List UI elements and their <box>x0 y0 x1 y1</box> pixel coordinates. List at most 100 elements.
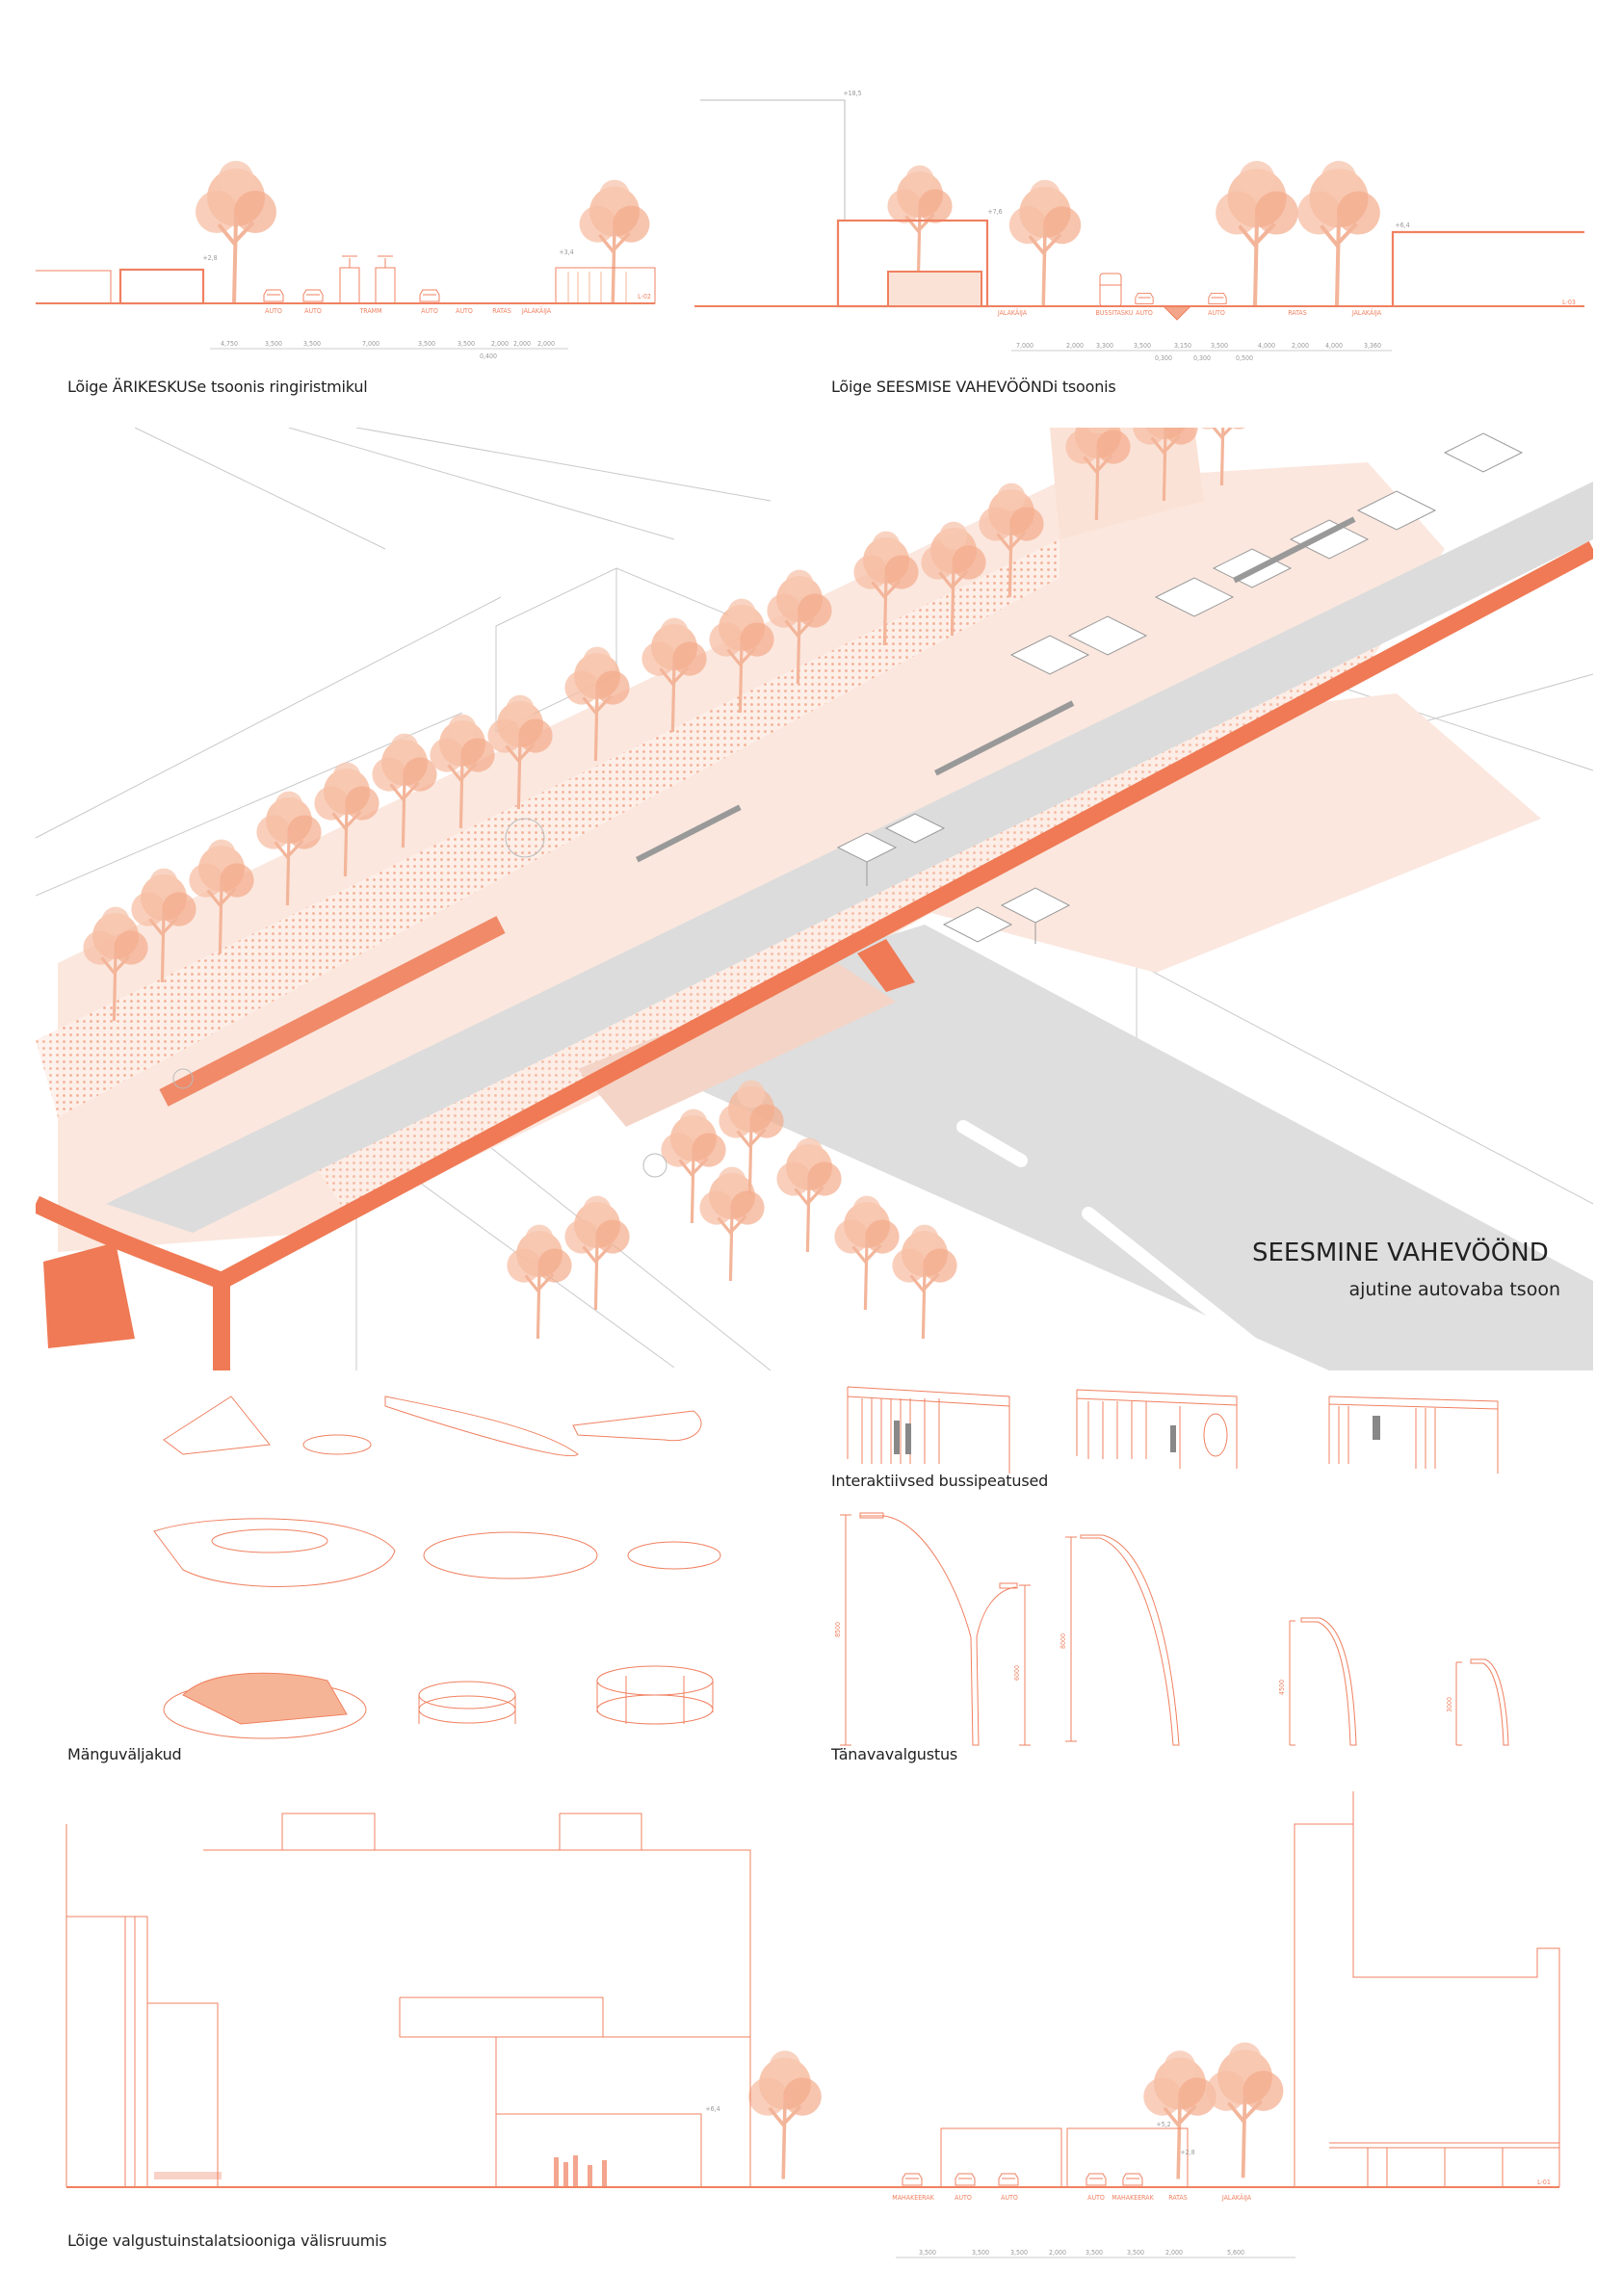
drainage-ditch <box>1163 305 1191 321</box>
section-tag: L-03 <box>1562 299 1576 306</box>
section-tag: L-02 <box>638 293 651 300</box>
elevation-marker: +5,2 <box>1156 2121 1170 2128</box>
elevation-marker: +2,8 <box>1180 2149 1194 2156</box>
dimension-value: 7,000 <box>362 340 379 348</box>
lane-label: RATAS <box>492 307 510 315</box>
lamp-height: 8500 <box>834 1622 842 1637</box>
dimension-value: 2,000 <box>513 340 531 348</box>
tree <box>887 166 952 279</box>
tree <box>1297 161 1380 306</box>
car-icon <box>1135 292 1154 304</box>
section-1-drawing: AUTO AUTO TRAMM AUTO AUTO RATAS JALAKÄIJA 4,750… <box>36 159 656 360</box>
dimension-value: 2,000 <box>1066 342 1084 350</box>
elevation-marker: +7,6 <box>987 208 1002 216</box>
elevation-marker: +6,4 <box>1395 222 1409 229</box>
tree <box>1009 180 1081 306</box>
section-tag: L-01 <box>1537 2179 1551 2186</box>
lane-label: MAHAKEERAK <box>1112 2194 1154 2202</box>
playgrounds-caption: Mänguväljakud <box>67 1745 182 1763</box>
section-3-caption: Lõige valgustuinstalatsiooniga välisruum… <box>67 2231 387 2250</box>
lane-label: AUTO <box>955 2194 972 2202</box>
lane-label: MAHAKEERAK <box>892 2194 934 2202</box>
lane-label: JALAKÄIJA <box>1351 308 1382 317</box>
lane-label: JALAKÄIJA <box>997 308 1028 317</box>
street-lamps <box>840 1512 1509 1746</box>
tram-icon <box>339 255 360 304</box>
car-icon <box>1086 2173 1107 2186</box>
section-1-caption: Lõige ÄRIKESKUSe tsoonis ringiristmikul <box>67 378 368 396</box>
dimension-value: 3,500 <box>1127 2249 1144 2257</box>
building-outline <box>118 268 205 305</box>
lamp-height: 4500 <box>1278 1680 1286 1695</box>
bus-stop-slats <box>861 1398 1436 1469</box>
dimension-value: 3,500 <box>1134 342 1151 350</box>
dimension-value: 4,750 <box>221 340 238 348</box>
height-marker <box>700 99 846 221</box>
dimension-value: 3,500 <box>1010 2249 1028 2257</box>
dimension-value: 0,300 <box>1155 354 1172 362</box>
bus-stop-drawings <box>847 1386 1499 1474</box>
dimension-value: 3,500 <box>919 2249 936 2257</box>
dimension-value: 3,360 <box>1364 342 1381 350</box>
bus-stops-caption: Interaktiivsed bussipeatused <box>831 1472 1049 1490</box>
tree <box>1141 2048 1218 2181</box>
axonometric-title: SEESMINE VAHEVÖÖND <box>1252 1239 1549 1267</box>
dimension-value: 3,500 <box>303 340 321 348</box>
canopies <box>836 432 1524 944</box>
dimension-value: 2,000 <box>537 340 555 348</box>
lamp-height: 6000 <box>1013 1665 1021 1681</box>
dimension-value: 4,000 <box>1258 342 1275 350</box>
elevation-marker: +18,5 <box>843 90 861 97</box>
dimension-value: 2,000 <box>491 340 509 348</box>
building-elevation <box>65 1791 1560 2187</box>
tram-icon <box>375 255 396 304</box>
light-installation <box>154 2155 607 2187</box>
car-icon <box>302 289 324 302</box>
dimension-value: 0,400 <box>480 352 497 360</box>
seating-rows <box>636 516 1356 863</box>
lane-label: JALAKÄIJA <box>521 306 552 315</box>
building-outline <box>36 270 112 303</box>
bike-path <box>36 541 1593 1370</box>
lamp-height: 8000 <box>1060 1633 1067 1649</box>
lane-label: AUTO <box>1136 309 1153 317</box>
lane-label: AUTO <box>421 307 438 315</box>
lane-label: AUTO <box>1208 309 1225 317</box>
dimension-value: 0,500 <box>1236 354 1253 362</box>
tree <box>577 178 652 303</box>
car-icon <box>902 2173 923 2186</box>
dimension-value: 4,000 <box>1325 342 1343 350</box>
building-outline <box>1391 230 1584 306</box>
dimension-value: 3,500 <box>265 340 282 348</box>
lane-label: AUTO <box>456 307 473 315</box>
tree <box>194 159 278 303</box>
car-icon <box>998 2173 1019 2186</box>
tree <box>746 2048 824 2181</box>
dimension-value: 3,500 <box>458 340 475 348</box>
dimension-value: 3,500 <box>418 340 435 348</box>
axonometric-subtitle: ajutine autovaba tsoon <box>1348 1279 1561 1300</box>
dimension-value: 5,600 <box>1227 2249 1244 2257</box>
elevation-marker: +3,4 <box>559 248 573 256</box>
axonometric-view <box>36 428 1593 1370</box>
lane-label: AUTO <box>265 307 282 315</box>
section-2-caption: Lõige SEESMISE VAHEVÖÖNDi tsoonis <box>831 378 1116 396</box>
dimension-value: 2,000 <box>1292 342 1309 350</box>
elevation-marker: +6,4 <box>705 2105 719 2113</box>
elevation-marker: +2,8 <box>202 254 217 262</box>
playground-sculpture <box>182 1672 348 1725</box>
people-silhouettes <box>894 1416 1380 1454</box>
dimension-value: 2,000 <box>1049 2249 1066 2257</box>
dimension-value: 0,300 <box>1193 354 1211 362</box>
lane-markings <box>956 1120 1259 1350</box>
playground-drawings <box>153 1396 721 1739</box>
street-lighting-caption: Tänavavalgustus <box>831 1745 958 1763</box>
lane-label: TRAMM <box>358 307 381 315</box>
lane-label: AUTO <box>304 307 322 315</box>
tree <box>1216 161 1298 306</box>
dimension-value: 3,150 <box>1174 342 1191 350</box>
lane-label: AUTO <box>1001 2194 1018 2202</box>
lane-label: RATAS <box>1168 2194 1187 2202</box>
